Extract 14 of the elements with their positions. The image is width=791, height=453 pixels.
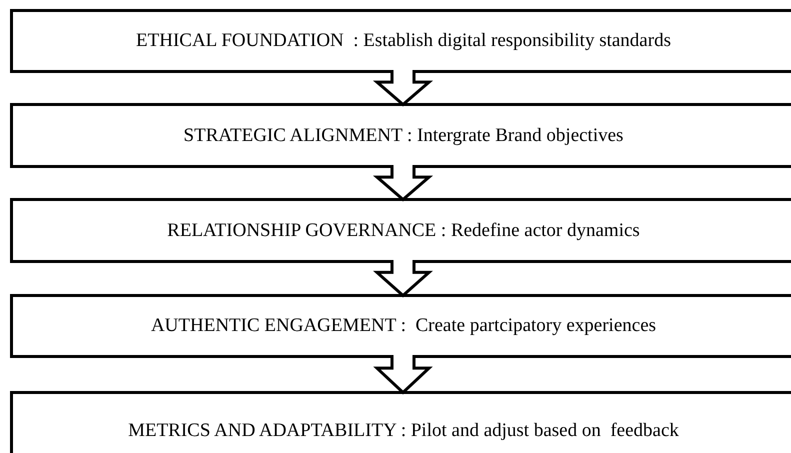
step-text: AUTHENTIC ENGAGEMENT : Create partcipatory experiences	[150, 315, 658, 337]
step-text: RELATIONSHIP GOVERNANCE : Redefine actor dynamics	[166, 220, 641, 242]
step-text: METRICS AND ADAPTABILITY : Pilot and adjust based on feedback	[127, 420, 680, 442]
block-arrow	[373, 258, 433, 298]
process-box	[10, 294, 791, 358]
step-text: STRATEGIC ALIGNMENT : Intergrate Brand objectives	[182, 124, 624, 146]
step-text: ETHICAL FOUNDATION : Establish digital responsibility standards	[135, 30, 672, 52]
process-box	[10, 198, 791, 263]
process-box	[10, 391, 791, 453]
process-box	[10, 103, 791, 168]
block-arrow	[372, 164, 434, 202]
block-arrow	[373, 354, 433, 395]
block-arrow	[372, 68, 434, 106]
process-box	[10, 9, 791, 73]
